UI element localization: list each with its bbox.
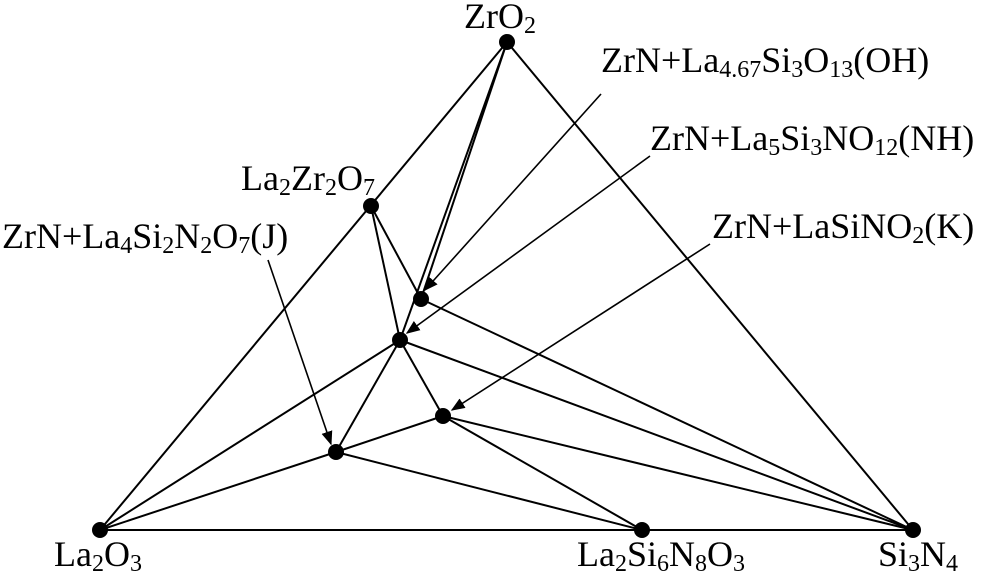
point-nh [392, 332, 408, 348]
tie-nh-la2o3 [99, 339, 401, 531]
label-zro2: ZrO2 [464, 0, 536, 39]
tie-nh-k [399, 339, 444, 417]
tie-k-la2si6n8o3 [442, 415, 643, 531]
point-la2o3 [92, 522, 108, 538]
tie-nh-j [335, 339, 401, 453]
tie-j-k [335, 415, 444, 453]
point-zro2 [499, 34, 515, 50]
point-oh [413, 291, 429, 307]
point-la2si6n8o3 [634, 522, 650, 538]
arrow-nh [405, 155, 651, 334]
tie-j-la2o3 [99, 451, 337, 531]
label-la2zr2o7: La2Zr2O7 [241, 158, 375, 201]
phase-points [92, 34, 921, 538]
point-k [435, 408, 451, 424]
arrow-j [267, 259, 333, 446]
label-la2si6n8o3: La2Si6N8O3 [577, 534, 745, 577]
label-phase-j: ZrN+La4Si2N2O7(J) [2, 216, 288, 259]
label-si3n4: Si3N4 [878, 534, 958, 577]
point-si3n4 [905, 522, 921, 538]
point-la2zr2o7 [363, 198, 379, 214]
arrow-k [450, 243, 711, 411]
edge-zro2-la2o3 [99, 41, 508, 531]
point-j [328, 444, 344, 460]
tie-la2zr2o7-oh [370, 205, 422, 300]
tie-oh-si3n4 [420, 298, 914, 531]
edge-zro2-si3n4 [506, 41, 914, 531]
tie-zro2-nh [399, 41, 508, 341]
label-phase-k: ZrN+LaSiNO2(K) [712, 206, 974, 249]
outer-triangle [99, 41, 914, 531]
tie-la2zr2o7-nh [370, 205, 401, 341]
tie-lines [99, 41, 914, 531]
tie-j-la2si6n8o3 [335, 451, 643, 531]
label-arrows [267, 93, 711, 446]
label-phase-nh: ZrN+La5Si3NO12(NH) [650, 118, 974, 161]
arrow-oh [424, 93, 602, 292]
label-la2o3: La2O3 [54, 534, 142, 577]
tie-nh-si3n4 [399, 339, 914, 531]
tie-k-si3n4 [442, 415, 914, 531]
label-phase-oh: ZrN+La4.67Si3O13(OH) [601, 40, 929, 83]
